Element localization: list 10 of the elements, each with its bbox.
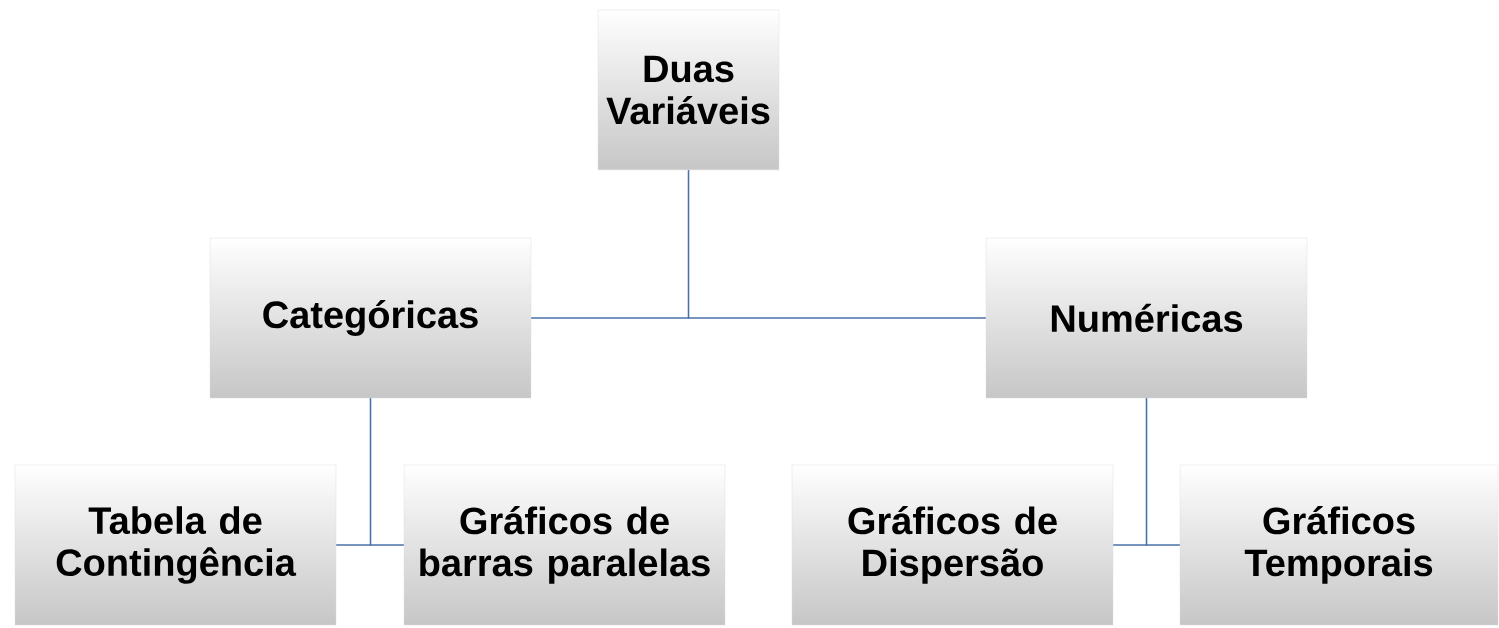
category-box: Tabela de Contingência: [14, 464, 337, 626]
connector-line: [369, 397, 405, 546]
category-box: Categóricas: [209, 237, 532, 399]
connector-line: [687, 169, 987, 319]
category-box: Gráficos de Dispersão: [791, 464, 1114, 626]
category-box: Duas Variáveis: [597, 9, 780, 171]
category-box: Gráficos Temporais: [1179, 464, 1499, 626]
category-box: Numéricas: [985, 237, 1308, 399]
connector-line: [1145, 397, 1181, 546]
category-box: Gráficos de barras paralelas: [403, 464, 726, 626]
